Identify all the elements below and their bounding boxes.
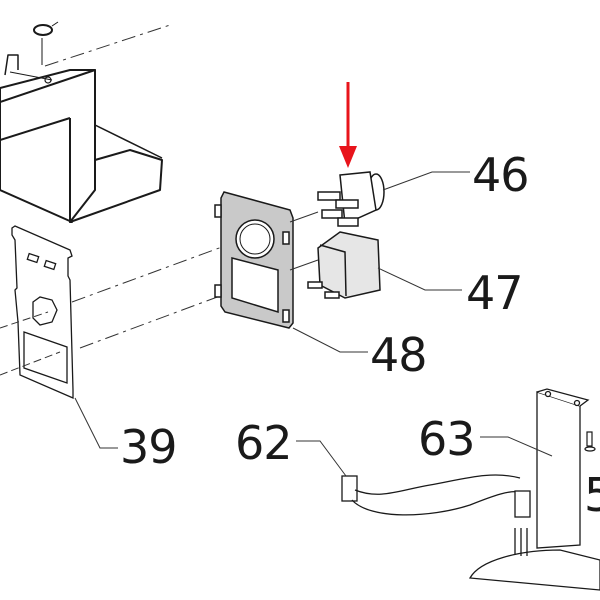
- axis-line: [289, 211, 319, 223]
- callout-5x: 5: [584, 468, 600, 522]
- axis-line: [0, 311, 49, 329]
- leader-48: [292, 327, 368, 353]
- leader-46: [382, 171, 470, 191]
- housing-frame: [0, 21, 163, 223]
- wire-harness-62: [341, 474, 531, 518]
- highlight-arrow: [339, 82, 357, 168]
- axis-line: [0, 351, 61, 376]
- leader-39: [74, 397, 118, 449]
- axis-line: [289, 259, 319, 271]
- switch-bezel-48: [214, 191, 294, 329]
- callout-47: 47: [466, 266, 524, 320]
- round-switch-46: [317, 171, 385, 227]
- leader-62: [296, 440, 347, 477]
- mounting-plate-39: [11, 225, 74, 399]
- leader-47: [377, 267, 462, 291]
- bracket-63: [468, 388, 600, 591]
- callout-46: 46: [472, 148, 530, 202]
- callout-63: 63: [418, 412, 476, 466]
- leader-63: [480, 436, 553, 457]
- callout-48: 48: [370, 328, 428, 382]
- callout-62: 62: [235, 416, 293, 470]
- rect-switch-47: [307, 231, 381, 299]
- screw: [584, 431, 596, 452]
- callout-39: 39: [120, 420, 178, 474]
- axis-line: [79, 269, 291, 349]
- axis-line: [44, 24, 171, 67]
